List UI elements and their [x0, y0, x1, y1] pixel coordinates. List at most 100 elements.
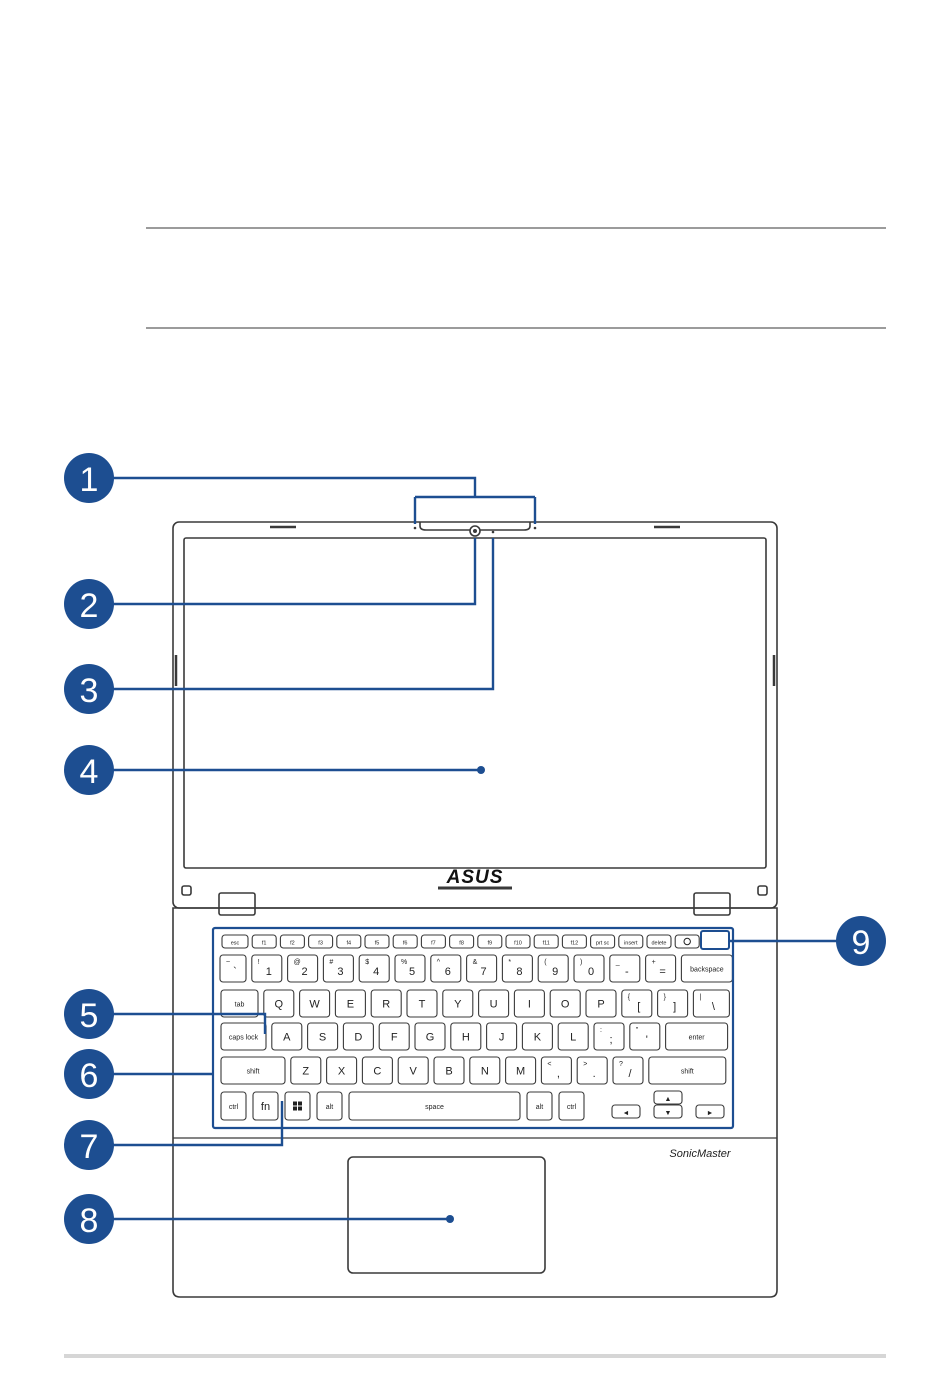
key-label: T	[419, 999, 426, 1011]
key	[299, 989, 331, 1018]
callout-line-1	[110, 476, 537, 524]
key-label: -	[625, 966, 629, 978]
key	[397, 1056, 429, 1085]
key-label: ?	[619, 1061, 623, 1068]
key-left	[611, 1104, 641, 1119]
callout-number: 1	[80, 461, 99, 499]
key	[221, 934, 249, 949]
hinge-left	[218, 892, 256, 916]
key-label: [	[637, 1001, 640, 1013]
key-label: f7	[431, 941, 436, 947]
key	[646, 934, 672, 949]
key-label: "	[636, 1027, 639, 1034]
key-label: .	[593, 1068, 596, 1080]
asus-logo: ASUS	[446, 867, 504, 888]
key	[585, 989, 617, 1018]
key-label: C	[373, 1066, 381, 1078]
key-label: \	[712, 1001, 716, 1013]
key	[621, 989, 653, 1018]
key	[609, 954, 641, 983]
key-label: f5	[375, 941, 380, 947]
key-label: (	[544, 959, 547, 966]
key	[540, 1056, 572, 1085]
key-label: 7	[481, 966, 487, 978]
key-label: delete	[652, 941, 667, 947]
callout-line-3	[110, 538, 495, 691]
key-label: 4	[373, 966, 379, 978]
footer-rule	[64, 1354, 886, 1358]
key-label: f12	[571, 941, 579, 947]
key	[252, 1091, 279, 1121]
key	[287, 954, 319, 983]
key	[326, 1056, 358, 1085]
key-label: shift	[681, 1069, 694, 1076]
key-up	[653, 1090, 683, 1105]
mic-right-icon	[533, 526, 537, 530]
key-label: '	[646, 1034, 648, 1046]
key	[629, 1022, 661, 1051]
callout-number: 6	[80, 1057, 99, 1095]
callout-badge-1: 1	[64, 453, 114, 503]
key-label: J	[499, 1032, 505, 1044]
callout-number: 3	[80, 672, 99, 710]
key-label: H	[462, 1032, 470, 1044]
key-label: 6	[445, 966, 451, 978]
laptop-outline	[172, 521, 778, 1298]
callout-badge-7: 7	[64, 1120, 114, 1170]
key-label: }	[664, 994, 667, 1001]
key-label: alt	[326, 1104, 333, 1111]
key	[342, 1022, 374, 1051]
key-label: K	[534, 1032, 542, 1044]
camera-indicator-icon	[491, 530, 495, 534]
lid-bumper-right	[757, 885, 768, 896]
key	[263, 989, 295, 1018]
callout-line-5	[110, 1012, 267, 1034]
key	[307, 1022, 339, 1051]
key-label: ]	[673, 1001, 676, 1013]
key	[364, 934, 390, 949]
key-label: :	[600, 1027, 602, 1034]
key	[558, 1091, 585, 1121]
key	[593, 1022, 625, 1051]
key-label: V	[410, 1066, 418, 1078]
key-label: M	[516, 1066, 525, 1078]
key-label: 5	[409, 966, 415, 978]
lid-bumper-left	[181, 885, 192, 896]
key-label: f6	[403, 941, 408, 947]
key-label: ctrl	[229, 1104, 239, 1111]
key-label: L	[570, 1032, 576, 1044]
key-label: alt	[536, 1104, 543, 1111]
key	[279, 934, 305, 949]
key-label: ▲	[665, 1096, 672, 1103]
callout-dot-4	[477, 766, 485, 774]
callout-badge-5: 5	[64, 989, 114, 1039]
key-label: >	[583, 1061, 587, 1068]
callout-badge-9: 9	[836, 916, 886, 966]
key-label: $	[365, 959, 369, 966]
callout-line-2	[110, 538, 477, 606]
key-label: +	[652, 959, 656, 966]
key	[414, 1022, 446, 1051]
key	[449, 934, 475, 949]
key-label: P	[597, 999, 604, 1011]
key-label: X	[338, 1066, 346, 1078]
key-label: @	[294, 959, 301, 966]
key	[378, 1022, 410, 1051]
key	[505, 1056, 537, 1085]
key	[430, 954, 462, 983]
callout-badge-2: 2	[64, 579, 114, 629]
key	[576, 1056, 608, 1085]
key-label: U	[490, 999, 498, 1011]
key-label: ▼	[665, 1110, 672, 1117]
camera-lens-icon	[473, 529, 477, 533]
hinge-right	[693, 892, 731, 916]
key	[521, 1022, 553, 1051]
key-label: f8	[459, 941, 464, 947]
callout-number: 5	[80, 997, 99, 1035]
key	[316, 1091, 343, 1121]
key-label: ,	[557, 1068, 560, 1080]
key-label: R	[382, 999, 390, 1011]
key-label: f4	[347, 941, 352, 947]
laptop-base	[172, 907, 778, 1298]
key	[573, 954, 605, 983]
